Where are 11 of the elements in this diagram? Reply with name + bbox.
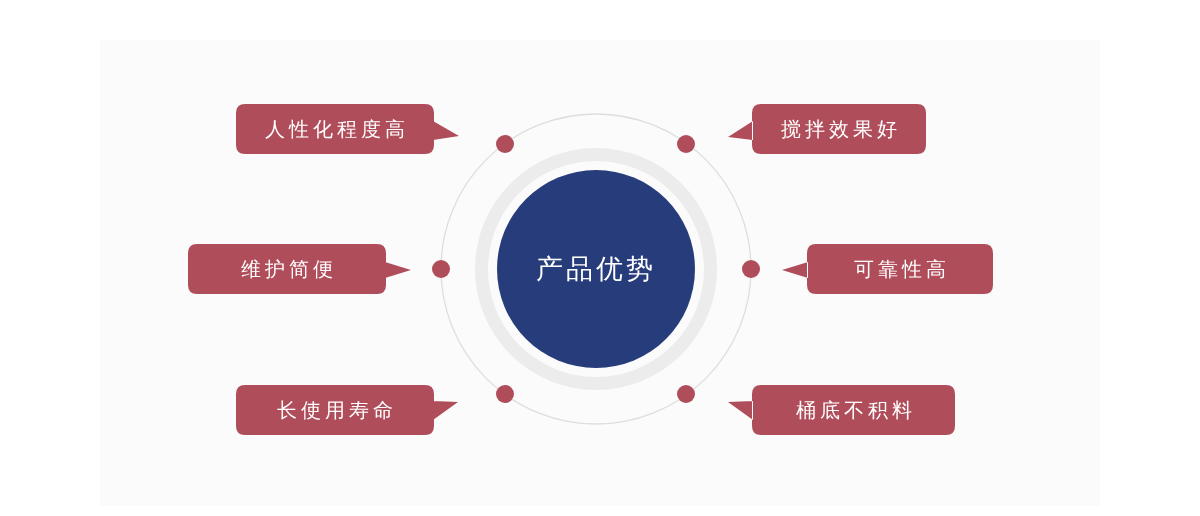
callout-text: 桶底不积料 [794,396,916,424]
speech-bubble [236,385,458,435]
callout-text: 搅拌效果好 [780,115,901,143]
center-title: 产品优势 [536,252,656,286]
speech-bubble [728,385,955,435]
speech-bubble [782,244,993,294]
callout-text: 人性化程度高 [264,115,409,143]
callout-text: 可靠性高 [853,255,950,283]
callout-text: 长使用寿命 [276,396,397,424]
callout-text: 维护简便 [240,255,337,283]
speech-bubble [728,104,926,154]
